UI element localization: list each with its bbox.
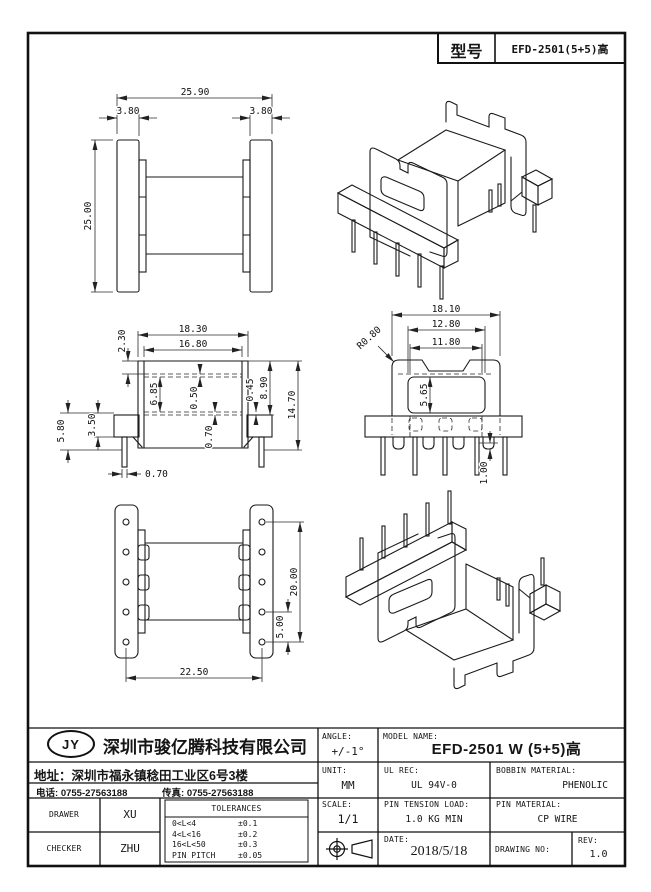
model-box-value: EFD-2501(5+5)高 — [511, 43, 609, 56]
date-value: 2018/5/18 — [410, 844, 468, 859]
dim-label: 18.30 — [179, 324, 208, 335]
pin-tension-label: PIN TENSION LOAD: — [384, 800, 470, 809]
sheet-frame — [26, 31, 627, 868]
tolerance-row: 16<L<50±0.3 — [172, 840, 258, 849]
fax-value: 0755-27563188 — [186, 788, 254, 799]
model-name-label: MODEL NAME: — [383, 732, 439, 741]
side-view: 25.90 3.80 3.80 25.00 — [82, 86, 290, 293]
company-name: 深圳市骏亿腾科技有限公司 — [103, 738, 307, 757]
top-view: 18.10 12.80 11.80 R0.80 5.65 1.00 — [354, 303, 523, 486]
drawer-value: XU — [123, 808, 137, 821]
bobbin-material-value: PHENOLIC — [562, 780, 608, 791]
dim-label: 1.00 — [479, 461, 490, 484]
dim-label: 0.45 — [245, 379, 256, 402]
pin-material-label: PIN MATERIAL: — [496, 800, 562, 809]
unit-label: UNIT: — [322, 766, 348, 775]
angle-value: +/-1° — [331, 745, 365, 758]
dim-label: 12.80 — [432, 319, 461, 330]
dim-label: 2.30 — [117, 329, 128, 352]
dim-label: 6.85 — [149, 383, 160, 406]
dim-label: 18.10 — [432, 304, 461, 315]
drawer-label: DRAWER — [48, 810, 80, 819]
pin-material-value: CP WIRE — [537, 814, 578, 825]
front-view: 18.30 16.80 2.30 6.85 0.50 0.70 0.45 8.9… — [55, 323, 302, 481]
date-label: DATE: — [384, 835, 410, 844]
angle-label: ANGLE: — [322, 732, 353, 741]
tolerance-row: 0<L<4±0.1 — [172, 819, 258, 828]
ul-rec-label: UL REC: — [384, 766, 420, 775]
dim-label: 20.00 — [289, 567, 300, 596]
isometric-view-bottom — [345, 490, 561, 690]
phone-value: 0755-27563188 — [60, 788, 128, 799]
rev-value: 1.0 — [589, 849, 608, 860]
dim-label: 5.80 — [56, 419, 67, 442]
dim-label: 25.00 — [83, 201, 94, 230]
dim-label: 0.50 — [189, 386, 200, 409]
fax-row: 传真: 0755-27563188 — [162, 785, 253, 799]
isometric-view-top — [336, 100, 554, 300]
dim-label: 3.80 — [117, 106, 140, 117]
drawing-no-label: DRAWING NO: — [495, 845, 551, 854]
model-name-value: EFD-2501 W (5+5)高 — [431, 741, 582, 758]
bobbin-material-label: BOBBIN MATERIAL: — [496, 766, 577, 775]
dim-label: 8.90 — [259, 376, 270, 399]
scale-label: SCALE: — [322, 800, 353, 809]
rev-label: REV: — [578, 836, 599, 845]
model-box-label: 型号 — [450, 44, 483, 61]
company-logo: JY — [47, 730, 95, 758]
checker-label: CHECKER — [46, 844, 82, 853]
tolerance-row: 4<L<16±0.2 — [172, 829, 258, 839]
dim-label: 14.70 — [287, 390, 298, 419]
scale-value: 1/1 — [337, 812, 359, 826]
dim-label: 22.50 — [180, 667, 209, 678]
unit-value: MM — [341, 779, 355, 792]
phone-label: 电话: — [36, 788, 59, 799]
pin-tension-value: 1.0 KG MIN — [405, 814, 463, 825]
dim-label: 5.65 — [419, 384, 430, 407]
dim-label: 3.50 — [87, 413, 98, 436]
dim-label: 0.70 — [204, 425, 215, 448]
dim-label: 16.80 — [179, 339, 208, 350]
tolerances-table: 0<L<4±0.1 4<L<16±0.2 16<L<50±0.3 PIN PIT… — [172, 819, 262, 861]
dim-label: 11.80 — [432, 337, 461, 348]
dim-label: 5.00 — [275, 615, 286, 638]
ul-rec-value: UL 94V-0 — [411, 780, 457, 791]
phone-row: 电话: 0755-27563188 — [36, 785, 127, 799]
dim-label: 0.70 — [145, 469, 168, 480]
checker-value: ZHU — [120, 842, 140, 855]
title-block-grid — [28, 727, 625, 866]
fax-label: 传真: — [162, 788, 185, 799]
tolerances-title: TOLERANCES — [211, 804, 262, 813]
bottom-view: 20.00 5.00 22.50 — [114, 504, 304, 682]
dim-label: 3.80 — [250, 106, 273, 117]
dim-label: 25.90 — [181, 87, 210, 98]
projection-symbol-icon — [326, 838, 373, 860]
tolerance-row: PIN PITCH±0.05 — [172, 850, 263, 860]
company-address: 地址：深圳市福永镇稔田工业区6号3楼 — [34, 769, 248, 783]
